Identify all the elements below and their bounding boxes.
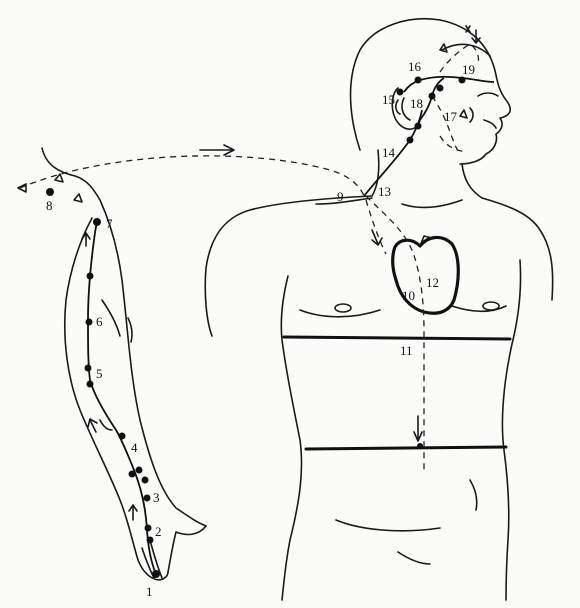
label-18: 18 xyxy=(410,96,423,111)
label-3: 3 xyxy=(153,490,160,505)
label-16: 16 xyxy=(408,59,422,74)
label-13: 13 xyxy=(378,184,391,199)
label-5: 5 xyxy=(96,366,103,381)
top-arrow xyxy=(200,145,234,155)
label-15: 15 xyxy=(382,92,395,107)
label-10: 10 xyxy=(402,288,415,303)
label-9: 9 xyxy=(337,189,344,204)
label-11: 11 xyxy=(400,343,413,358)
label-1: 1 xyxy=(146,584,153,599)
label-7: 7 xyxy=(106,216,113,231)
label-2: 2 xyxy=(155,524,162,539)
label-17: 17 xyxy=(444,109,458,124)
label-12: 12 xyxy=(426,275,439,290)
arm-outline xyxy=(42,148,206,580)
label-6: 6 xyxy=(96,314,103,329)
torso-outline xyxy=(205,19,552,600)
lower-band xyxy=(306,447,506,449)
label-4: 4 xyxy=(131,440,138,455)
arm-points xyxy=(46,188,160,578)
upper-band xyxy=(284,337,510,339)
label-8: 8 xyxy=(46,198,53,213)
label-19: 19 xyxy=(462,62,475,77)
head-meridians xyxy=(396,26,494,152)
label-14: 14 xyxy=(382,145,396,160)
